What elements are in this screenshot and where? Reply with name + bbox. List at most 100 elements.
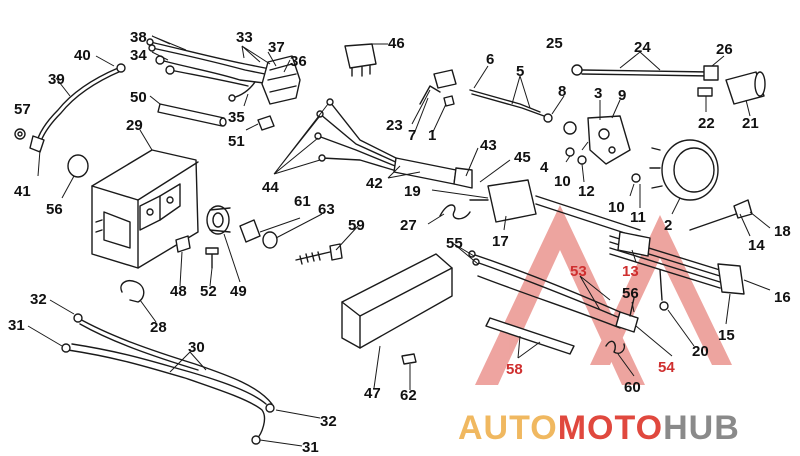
callout-labels: 38 34 33 37 36 35 51 40 39 57 41 50 29 5… (8, 29, 791, 456)
callout-57: 57 (14, 101, 31, 118)
bushing (239, 219, 261, 243)
gauge-bracket (587, 115, 631, 165)
callout-13: 13 (622, 263, 639, 280)
callout-46: 46 (388, 35, 405, 52)
callout-31-top: 31 (8, 317, 25, 334)
clamp (120, 280, 145, 303)
callout-38: 38 (130, 29, 147, 46)
callout-7: 7 (408, 127, 416, 144)
washer (14, 128, 26, 140)
terminal-bracket (433, 69, 457, 89)
callout-42: 42 (366, 175, 383, 192)
leader-lines (27, 35, 771, 447)
ground-strap (29, 63, 126, 153)
callout-2: 2 (664, 217, 672, 234)
gauge (649, 139, 719, 201)
callout-54: 54 (658, 359, 675, 376)
callout-22: 22 (698, 115, 715, 132)
callout-10-b: 10 (608, 199, 625, 216)
callout-51: 51 (228, 133, 245, 150)
lead-wires (468, 250, 639, 333)
callout-3: 3 (594, 85, 602, 102)
callout-40: 40 (74, 47, 91, 64)
callout-36: 36 (290, 53, 307, 70)
callout-34: 34 (130, 47, 147, 64)
callout-52: 52 (200, 283, 217, 300)
callout-6: 6 (486, 51, 494, 68)
clip-60 (605, 340, 626, 354)
callout-58: 58 (506, 361, 523, 378)
callout-25: 25 (546, 35, 563, 52)
ignition-switch (469, 179, 641, 239)
plug (725, 71, 766, 105)
nut (565, 147, 575, 157)
callout-39: 39 (48, 71, 65, 88)
battery-cables (61, 313, 275, 445)
tach-cable (571, 64, 719, 81)
callout-16: 16 (774, 289, 791, 306)
callout-18: 18 (774, 223, 791, 240)
washer-flat (262, 231, 278, 249)
callout-12: 12 (578, 183, 595, 200)
sleeve-58 (485, 317, 575, 355)
callout-56-right: 56 (622, 285, 639, 302)
callout-55: 55 (446, 235, 463, 252)
pin (697, 87, 713, 97)
callout-15: 15 (718, 327, 735, 344)
callout-20: 20 (692, 343, 709, 360)
grommet-large (206, 205, 231, 235)
callout-44: 44 (262, 179, 279, 196)
callout-33: 33 (236, 29, 253, 46)
clip (175, 235, 191, 253)
sender-plug (689, 199, 753, 231)
callout-37: 37 (268, 39, 285, 56)
callout-48: 48 (170, 283, 187, 300)
callout-21: 21 (742, 115, 759, 132)
callout-43: 43 (480, 137, 497, 154)
electronics-cover (341, 253, 453, 349)
callout-27: 27 (400, 217, 417, 234)
callout-59: 59 (348, 217, 365, 234)
callout-19: 19 (404, 183, 421, 200)
grommet-round (563, 121, 577, 135)
bolt (295, 243, 343, 265)
callout-10-a: 10 (554, 173, 571, 190)
relay (344, 43, 377, 77)
callout-17: 17 (492, 233, 509, 250)
screw (205, 247, 219, 269)
screw-cover (401, 353, 417, 365)
wire-bundle-44 (314, 98, 473, 189)
sleeve-tube (157, 103, 227, 127)
callout-60: 60 (624, 379, 641, 396)
main-harness (609, 231, 745, 311)
callout-45: 45 (514, 149, 531, 166)
callout-41: 41 (14, 183, 31, 200)
callout-35: 35 (228, 109, 245, 126)
callout-29: 29 (126, 117, 143, 134)
callout-32-top: 32 (30, 291, 47, 308)
nut-gauge (631, 173, 641, 183)
callout-28: 28 (150, 319, 167, 336)
washer-small (577, 155, 587, 165)
callout-9: 9 (618, 87, 626, 104)
spring-clip (439, 204, 471, 220)
callout-24: 24 (634, 39, 651, 56)
callout-50: 50 (130, 89, 147, 106)
callout-1: 1 (428, 127, 436, 144)
callout-26: 26 (716, 41, 733, 58)
grommet-small (257, 115, 275, 131)
callout-14: 14 (748, 237, 765, 254)
callout-49: 49 (230, 283, 247, 300)
callout-5: 5 (516, 63, 524, 80)
callout-23: 23 (386, 117, 403, 134)
callout-63: 63 (318, 201, 335, 218)
round-plate (67, 154, 89, 178)
callout-30: 30 (188, 339, 205, 356)
callout-31-bottom: 31 (302, 439, 319, 456)
callout-4: 4 (540, 159, 549, 176)
callout-47: 47 (364, 385, 381, 402)
callout-53: 53 (570, 263, 587, 280)
callout-32-bottom: 32 (320, 413, 337, 430)
callout-8: 8 (558, 83, 566, 100)
